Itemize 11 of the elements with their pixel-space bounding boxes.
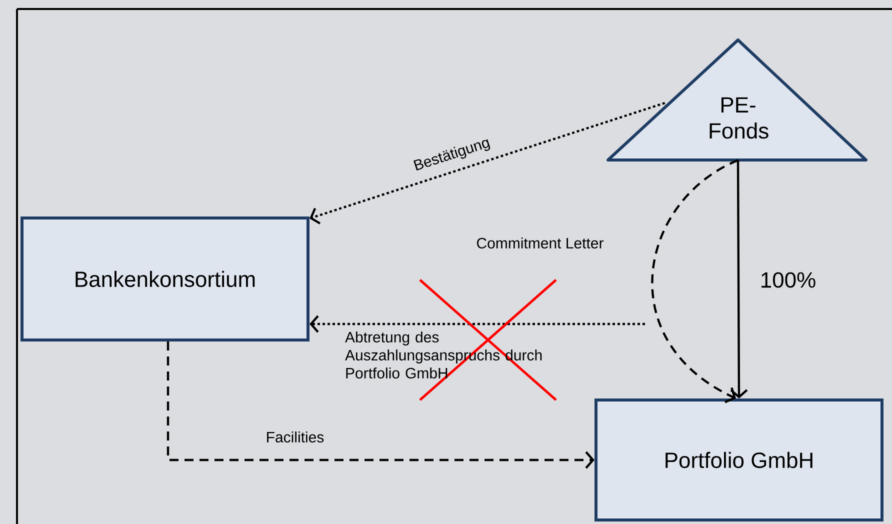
process-box: Portfolio GmbH [594, 398, 884, 522]
arrow [166, 342, 594, 469]
arrow [730, 160, 748, 398]
arrow [310, 102, 666, 224]
process-box: Bankenkonsortium [20, 216, 310, 342]
arrow [652, 159, 738, 404]
edge-label: 100% [758, 271, 818, 289]
triangle-node: PE-Fonds [606, 38, 868, 162]
edge-label: Commitment Letter [475, 236, 605, 250]
arrow [310, 315, 645, 333]
edge-label: Facilities [264, 430, 326, 444]
